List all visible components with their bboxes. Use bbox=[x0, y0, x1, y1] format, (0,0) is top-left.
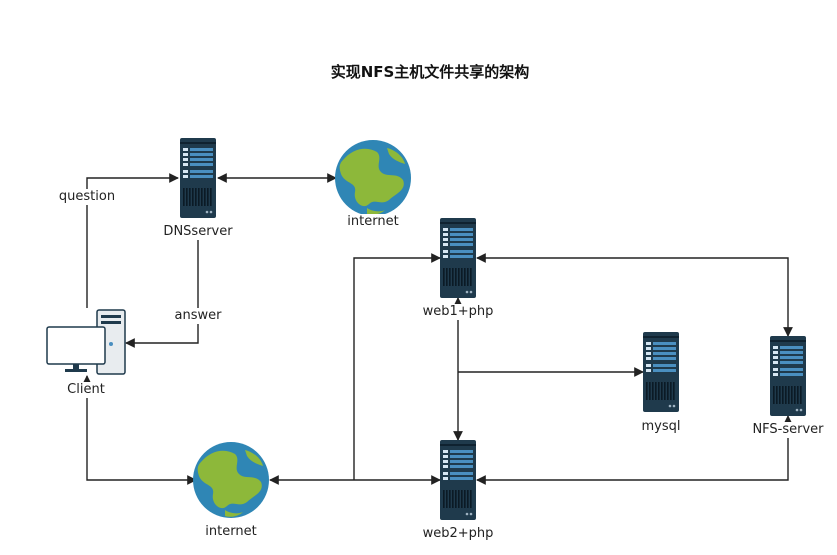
edge-internet-web1 bbox=[353, 253, 441, 480]
server-icon bbox=[770, 336, 806, 416]
nfs-server-label: NFS-server bbox=[750, 422, 826, 438]
edge-dns-client-answer bbox=[125, 238, 199, 348]
edge-client-dns-question bbox=[86, 173, 179, 308]
question-edge-label: question bbox=[56, 189, 118, 205]
edge-web1-nfs bbox=[476, 253, 793, 337]
answer-edge-label: answer bbox=[172, 308, 224, 324]
diagram-title: 实现NFS主机文件共享的架构 bbox=[330, 63, 530, 81]
server-icon bbox=[643, 332, 679, 412]
web2-label: web2+php bbox=[420, 526, 496, 542]
server-icon bbox=[440, 218, 476, 298]
edge-web2-nfs bbox=[476, 415, 793, 485]
server-icon bbox=[440, 440, 476, 520]
globe-icon bbox=[335, 140, 411, 216]
globe-icon bbox=[193, 442, 269, 518]
internet-top-label: internet bbox=[345, 214, 401, 230]
dns-server-label: DNSserver bbox=[161, 224, 235, 240]
edge-client-internet bbox=[82, 375, 197, 485]
desktop-computer-icon bbox=[46, 309, 126, 375]
server-icon bbox=[180, 138, 216, 218]
web1-label: web1+php bbox=[420, 304, 496, 320]
mysql-label: mysql bbox=[639, 419, 683, 435]
client-label: Client bbox=[65, 382, 107, 398]
internet-bottom-label: internet bbox=[203, 524, 259, 540]
